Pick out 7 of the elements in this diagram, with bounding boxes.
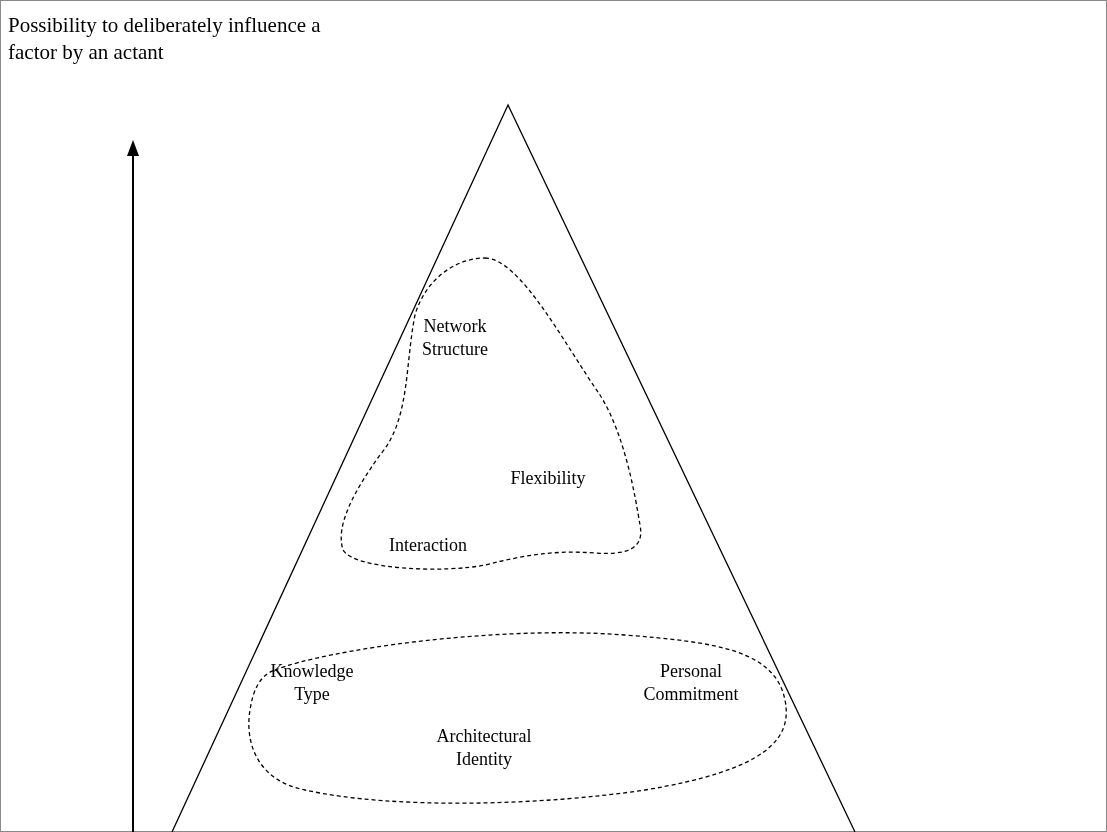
axis-label: Possibility to deliberately influence a factor by an actant: [8, 12, 322, 66]
factor-label: Flexibility: [509, 466, 587, 490]
factor-label: Knowledge Type: [269, 660, 355, 706]
factor-label: Interaction: [388, 533, 468, 557]
factor-label: Personal Commitment: [642, 660, 740, 706]
factor-label: Network Structure: [421, 315, 489, 361]
factor-label: Architectural Identity: [435, 725, 533, 771]
